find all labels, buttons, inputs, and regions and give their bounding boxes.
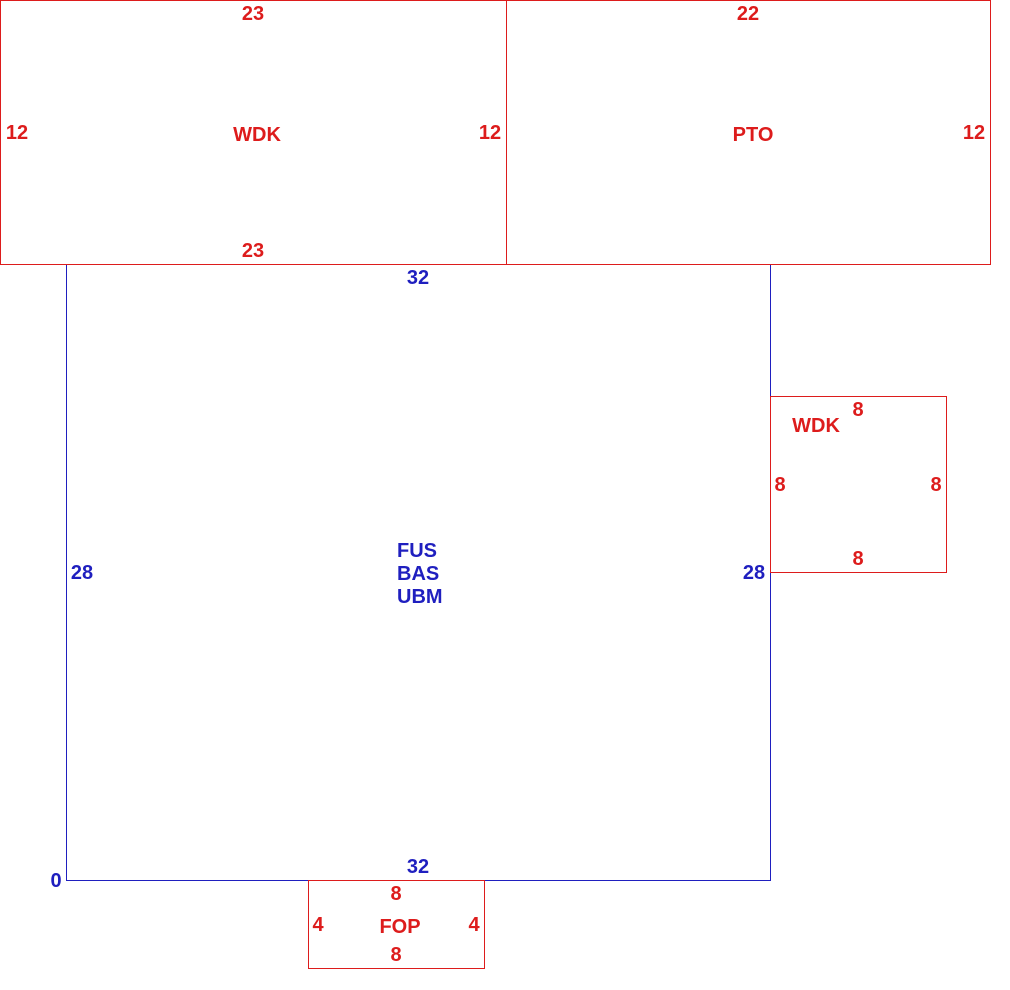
- wdk-top-code: WDK: [233, 124, 281, 146]
- wdk-side-code: WDK: [792, 415, 840, 437]
- fop-dimension-left: 4: [312, 914, 324, 936]
- fop-code: FOP: [379, 916, 421, 938]
- main-code-bas: BAS: [397, 563, 440, 585]
- wdk-top-dimension-top: 23: [241, 3, 265, 25]
- main-area-codes: FUS BAS UBM: [397, 540, 443, 609]
- wdk-top-dimension-bottom: 23: [241, 240, 265, 262]
- wdk-side-dimension-left: 8: [774, 474, 786, 496]
- main-dimension-right: 28: [742, 562, 766, 584]
- fop-outline: [308, 880, 485, 969]
- pto-dimension-right: 12: [962, 122, 986, 144]
- pto-dimension-top: 22: [736, 3, 760, 25]
- wdk-top-dimension-right: 12: [478, 122, 502, 144]
- origin-marker: 0: [50, 870, 62, 892]
- wdk-side-dimension-right: 8: [930, 474, 942, 496]
- fop-dimension-right: 4: [468, 914, 480, 936]
- fop-dimension-bottom: 8: [390, 944, 402, 966]
- main-dimension-top: 32: [406, 267, 430, 289]
- wdk-side-dimension-bottom: 8: [852, 548, 864, 570]
- pto-outline: [506, 0, 991, 265]
- main-dimension-bottom: 32: [406, 856, 430, 878]
- wdk-side-outline: [770, 396, 947, 573]
- main-dimension-left: 28: [70, 562, 94, 584]
- fop-dimension-top: 8: [390, 883, 402, 905]
- main-code-fus: FUS: [397, 540, 437, 562]
- wdk-side-dimension-top: 8: [852, 399, 864, 421]
- pto-code: PTO: [732, 124, 774, 146]
- wdk-top-dimension-left: 12: [5, 122, 29, 144]
- main-code-ubm: UBM: [397, 586, 443, 608]
